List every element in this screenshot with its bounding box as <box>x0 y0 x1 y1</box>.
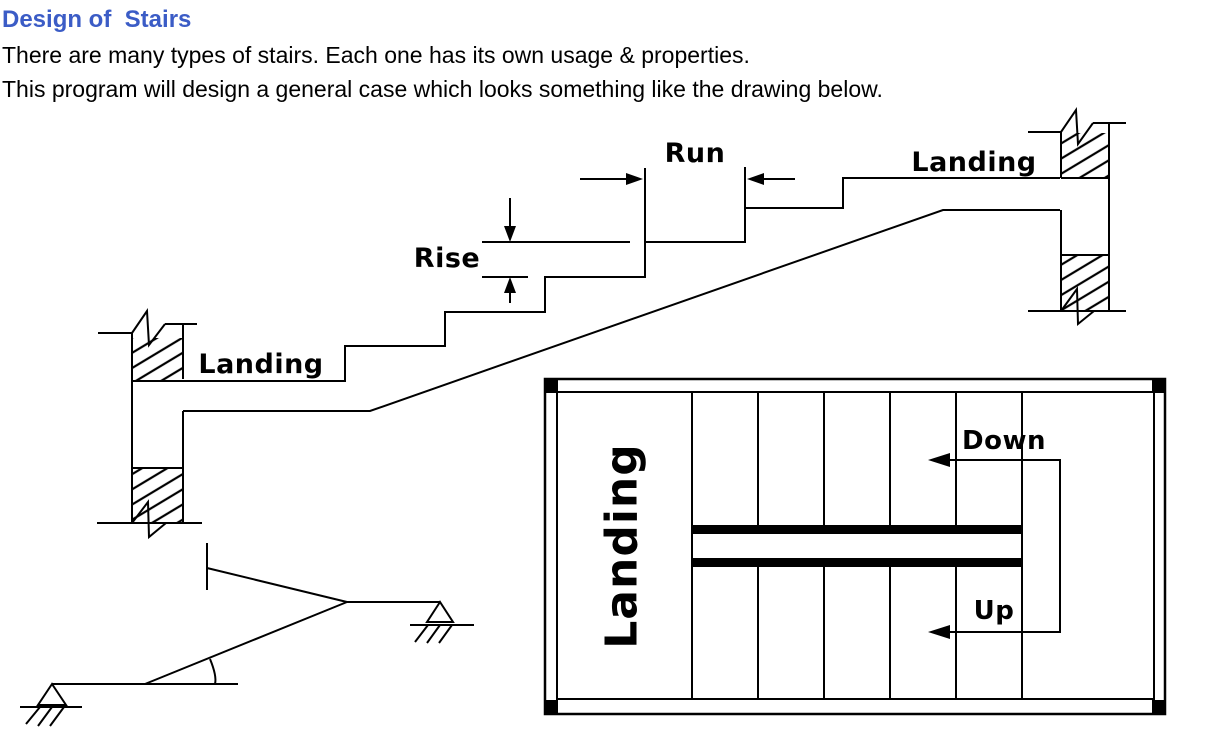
left-wall-top-break-icon <box>98 308 197 348</box>
corner-square-icon <box>545 380 558 393</box>
left-wall-upper-hatch <box>132 338 183 381</box>
plan-tread-lines <box>757 392 957 699</box>
rise-arrow-down-icon <box>504 226 516 242</box>
section-elevation <box>97 107 1126 540</box>
right-wall-edges <box>1060 123 1110 311</box>
plan-down-label: Down <box>962 426 1046 456</box>
rise-label: Rise <box>413 243 481 274</box>
stair-soffit <box>183 209 1060 412</box>
run-extension-lines <box>644 167 746 242</box>
plan-inner-border <box>556 391 1155 700</box>
lower-landing-label: Landing <box>198 349 324 380</box>
plan-up-label: Up <box>973 596 1015 626</box>
left-wall <box>97 308 345 540</box>
corner-square-icon <box>1152 380 1165 393</box>
intro-line-1: There are many types of stairs. Each one… <box>2 42 750 68</box>
plan-stringer-bars <box>692 525 1022 567</box>
stair-steps-profile <box>183 177 1060 382</box>
right-wall-top-break-icon <box>1028 107 1126 147</box>
right-wall-bottom-break-icon <box>1028 286 1126 327</box>
right-wall <box>1028 107 1126 327</box>
rise-arrow-up-icon <box>504 277 516 293</box>
page-title: Design of Stairs <box>2 6 192 33</box>
slope-angle-arc-icon <box>209 658 217 685</box>
structural-model <box>20 543 474 727</box>
left-wall-edges <box>131 324 184 523</box>
plan-view <box>543 377 1167 716</box>
run-label: Run <box>664 138 726 169</box>
up-down-path-line <box>950 459 1061 633</box>
pin-support-right-icon <box>410 600 474 644</box>
plan-circulation-path <box>928 453 1061 639</box>
plan-landing-label: Landing <box>596 443 648 649</box>
run-dimension <box>580 167 795 242</box>
right-wall-upper-hatch <box>1061 133 1109 178</box>
corner-square-icon <box>545 700 558 713</box>
run-arrow-left-icon <box>747 173 764 185</box>
pin-support-left-icon <box>20 682 82 727</box>
model-inclined-member <box>144 601 348 685</box>
intro-line-2: This program will design a general case … <box>2 76 883 102</box>
upper-landing-label: Landing <box>911 147 1037 178</box>
left-wall-bottom-break-icon <box>97 499 202 540</box>
corner-square-icon <box>1152 700 1165 713</box>
plan-corner-squares <box>545 380 1165 713</box>
down-arrow-icon <box>928 453 950 467</box>
rise-dimension <box>482 198 630 303</box>
up-arrow-icon <box>928 625 950 639</box>
run-arrow-right-icon <box>626 173 643 185</box>
left-wall-lower-hatch <box>131 467 184 524</box>
plan-outer-border <box>543 377 1167 716</box>
rise-extension-lines <box>482 241 630 278</box>
model-upper-tick <box>206 543 348 603</box>
